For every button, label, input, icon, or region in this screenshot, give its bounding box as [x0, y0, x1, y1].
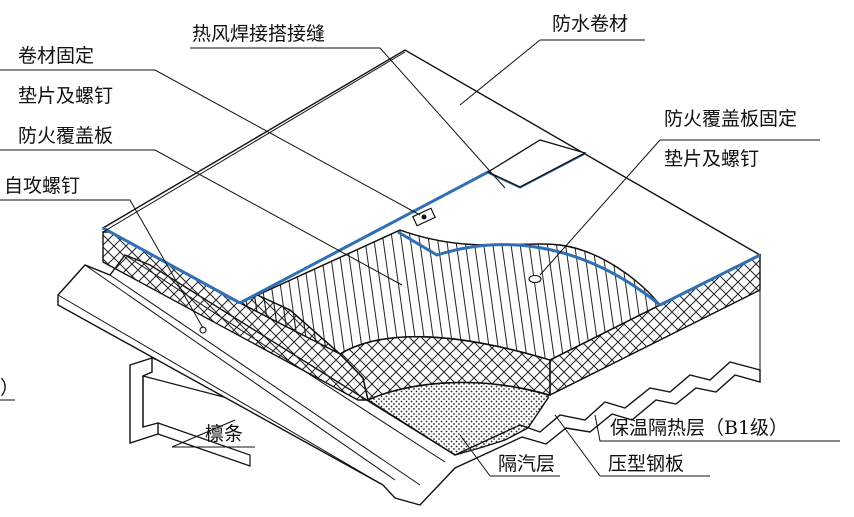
label-self-tapping-screw: 自攻螺钉 — [4, 175, 80, 197]
board-fixing-washer — [528, 274, 542, 284]
leader-lines — [0, 39, 840, 477]
label-hot-air-weld-seam: 热风焊接搭接缝 — [192, 23, 325, 45]
label-cut-off-fragment: ） — [0, 377, 19, 399]
waterproof-membrane-layer — [101, 49, 762, 334]
label-membrane-fixing-line2: 垫片及螺钉 — [18, 85, 113, 107]
insulation-layer — [102, 231, 761, 402]
label-insulation: 保温隔热层（B1级） — [610, 417, 788, 439]
label-waterproof-membrane: 防水卷材 — [552, 13, 628, 35]
label-board-fixing-line2: 垫片及螺钉 — [664, 148, 759, 170]
labels: 热风焊接搭接缝 防水卷材 卷材固定 垫片及螺钉 防火覆盖板 防火覆盖板固定 垫片… — [0, 13, 797, 475]
label-purlin: 檩条 — [205, 423, 243, 445]
label-steel-deck: 压型钢板 — [608, 453, 684, 475]
label-vapor-barrier: 隔汽层 — [498, 453, 555, 475]
label-fireproof-board: 防火覆盖板 — [18, 125, 113, 147]
label-board-fixing-line1: 防火覆盖板固定 — [664, 108, 797, 130]
label-membrane-fixing-line1: 卷材固定 — [18, 45, 94, 67]
